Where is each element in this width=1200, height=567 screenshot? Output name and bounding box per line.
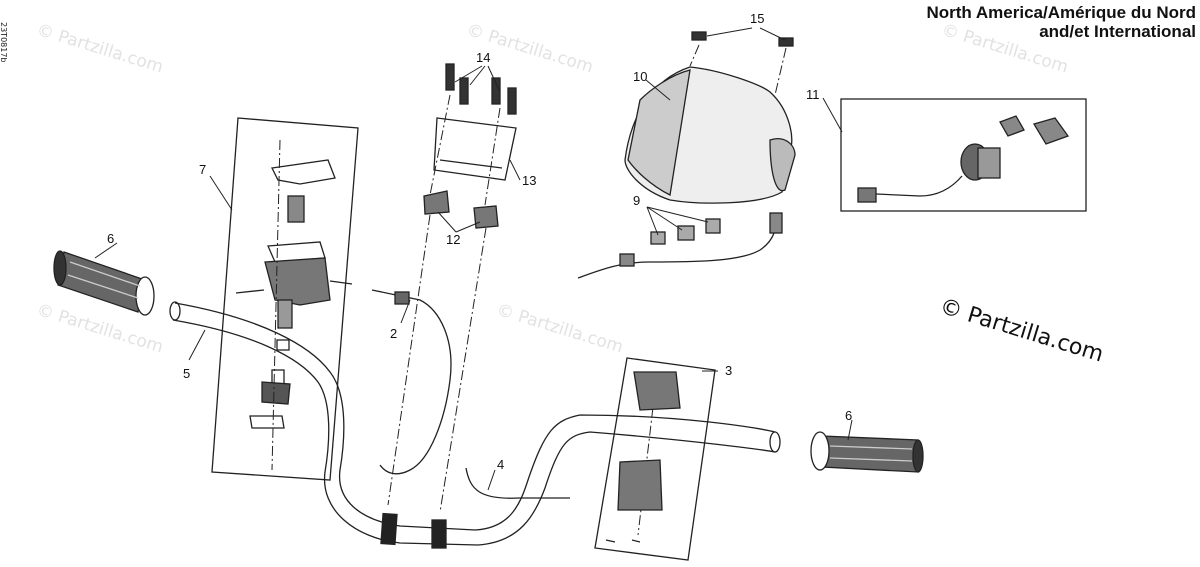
cable-4 (465, 467, 570, 499)
cover-screws (691, 31, 794, 47)
callout-12: 12 (446, 232, 460, 247)
leader-lines (94, 27, 853, 491)
region-header: North America/Amérique du Nord and/et In… (926, 3, 1196, 41)
region-title-line1: North America/Amérique du Nord (926, 3, 1196, 22)
region-title-line2: and/et International (1039, 22, 1196, 41)
callout-15: 15 (750, 11, 764, 26)
callout-6-left: 6 (107, 231, 114, 246)
handlebar-clamps (423, 117, 517, 229)
callout-4: 4 (497, 457, 504, 472)
callout-9: 9 (633, 193, 640, 208)
ignition-inset-box (840, 98, 1087, 212)
throttle-housing (235, 159, 353, 429)
switch-housing (605, 371, 681, 543)
callout-10: 10 (633, 69, 647, 84)
callout-11: 11 (806, 87, 820, 102)
throttle-cable (371, 289, 452, 475)
windshield-cover (624, 66, 796, 204)
ignition-switch (857, 115, 1070, 203)
left-grip (53, 250, 155, 316)
handlebar (169, 301, 781, 549)
riser-screws (445, 63, 517, 115)
throttle-group-box (211, 117, 359, 481)
switch-group-box (594, 357, 716, 561)
callout-6-right: 6 (845, 408, 852, 423)
callout-3: 3 (725, 363, 732, 378)
callout-13: 13 (522, 173, 536, 188)
callout-14: 14 (476, 50, 490, 65)
callout-5: 5 (183, 366, 190, 381)
right-grip (810, 431, 924, 473)
wiring-clips (577, 212, 783, 279)
callout-2: 2 (390, 326, 397, 341)
callout-7: 7 (199, 162, 206, 177)
